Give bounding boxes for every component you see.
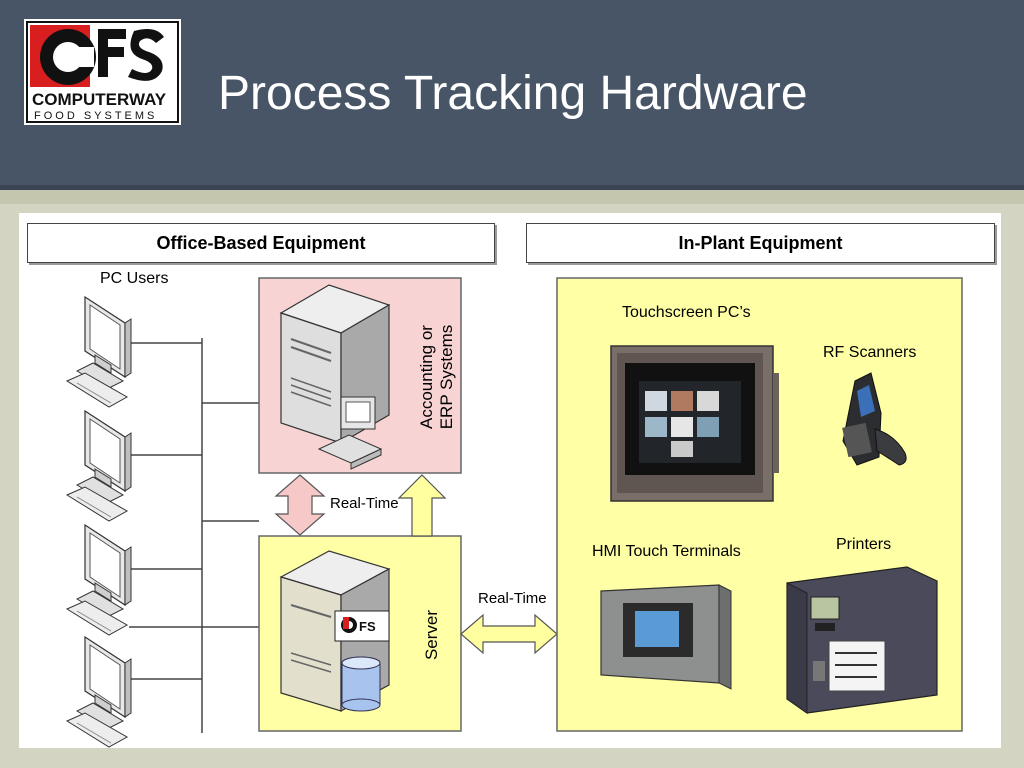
header-divider xyxy=(0,190,1024,204)
realtime-vertical-label: Real-Time xyxy=(330,495,399,512)
network-lines xyxy=(129,338,259,733)
realtime-horizontal-arrow xyxy=(460,613,558,655)
touchscreen-label: Touchscreen PC’s xyxy=(622,304,751,321)
rf-scanner-icon xyxy=(842,372,907,466)
cfs-logo: COMPUTERWAY FOOD SYSTEMS xyxy=(24,19,181,125)
accounting-erp-label: Accounting or ERP Systems xyxy=(417,302,459,452)
slide-header: COMPUTERWAY FOOD SYSTEMS Process Trackin… xyxy=(0,0,1024,190)
cfs-server-icon: FS xyxy=(279,550,391,713)
printers-label: Printers xyxy=(836,536,892,553)
logo-company-name: COMPUTERWAY xyxy=(32,90,167,109)
cfs-logo-mark: COMPUTERWAY FOOD SYSTEMS xyxy=(26,21,179,123)
touchscreen-pc-icon xyxy=(610,345,779,502)
pc-user-monitor-1 xyxy=(66,296,132,408)
office-section-header: Office-Based Equipment xyxy=(27,223,495,263)
logo-tagline: FOOD SYSTEMS xyxy=(34,110,157,122)
realtime-horizontal-label: Real-Time xyxy=(478,590,547,607)
slide-title: Process Tracking Hardware xyxy=(218,67,808,120)
realtime-yellow-up-arrow xyxy=(397,474,447,537)
diagram-canvas: Office-Based Equipment In-Plant Equipmen… xyxy=(19,213,1001,748)
hmi-terminals-label: HMI Touch Terminals xyxy=(592,543,741,560)
pc-users-label: PC Users xyxy=(100,270,169,287)
accounting-server-icon xyxy=(279,284,391,445)
rf-scanners-label: RF Scanners xyxy=(823,344,917,361)
pc-user-monitor-2 xyxy=(66,410,132,522)
realtime-pink-arrow xyxy=(274,474,326,536)
server-label: Server xyxy=(422,609,441,661)
svg-text:FS: FS xyxy=(359,619,376,634)
accounting-label-line1: Accounting or xyxy=(417,325,436,429)
diagram-graphics: FS xyxy=(66,277,963,748)
plant-section-header: In-Plant Equipment xyxy=(526,223,995,263)
workstation-icon xyxy=(317,396,383,470)
accounting-label-line2: ERP Systems xyxy=(437,324,456,430)
label-printer-icon xyxy=(786,566,938,714)
hmi-terminal-icon xyxy=(600,584,732,690)
pc-user-monitor-3 xyxy=(66,524,132,636)
pc-user-monitor-4 xyxy=(66,636,132,748)
